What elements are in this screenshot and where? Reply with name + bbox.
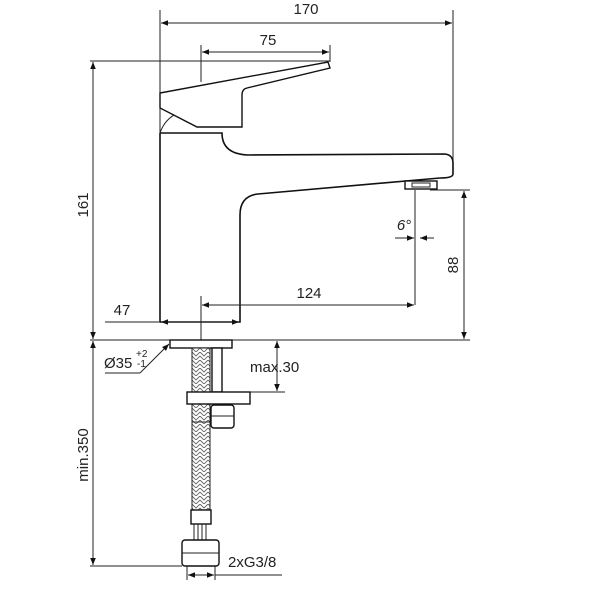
dim-overall-height: 161 <box>75 60 330 339</box>
flexible-hose <box>191 347 211 511</box>
lever-handle <box>159 61 331 128</box>
dim-label-thread: 2xG3/8 <box>228 554 276 571</box>
dim-spout-reach: 124 <box>200 285 414 340</box>
dim-hole-diameter: Ø35 +2 -1 <box>104 343 170 374</box>
dim-label-47: 47 <box>114 302 131 319</box>
dim-connection-thread: 2xG3/8 <box>186 554 282 580</box>
dim-spout-height: 88 <box>430 189 470 339</box>
dim-label-diameter: Ø35 <box>104 355 132 372</box>
dim-label-6deg: 6° <box>397 217 411 234</box>
hose-ferrule <box>190 509 212 525</box>
dim-label-min350: min.350 <box>75 428 92 481</box>
dim-label-170: 170 <box>293 1 318 18</box>
dim-min-hose-length: min.350 <box>75 341 182 567</box>
mounting-bracket <box>186 391 251 405</box>
base-ring <box>169 339 233 349</box>
dim-label-88: 88 <box>445 257 462 274</box>
dim-overall-width: 170 <box>159 1 454 160</box>
tolerance-minus: -1 <box>137 359 146 370</box>
faucet-body <box>159 111 454 323</box>
dim-label-75: 75 <box>260 32 277 49</box>
dim-label-max30: max.30 <box>250 359 299 376</box>
dim-label-161: 161 <box>75 192 92 217</box>
aerator <box>404 180 438 190</box>
dim-label-124: 124 <box>296 285 321 302</box>
tolerance-plus: +2 <box>136 349 148 360</box>
dim-body-width: 47 <box>105 302 239 325</box>
dim-spout-angle: 6° <box>395 190 434 305</box>
dim-max-deck-thickness: max.30 <box>250 341 299 393</box>
threaded-rod <box>211 347 223 393</box>
dim-handle-length: 75 <box>200 32 331 82</box>
